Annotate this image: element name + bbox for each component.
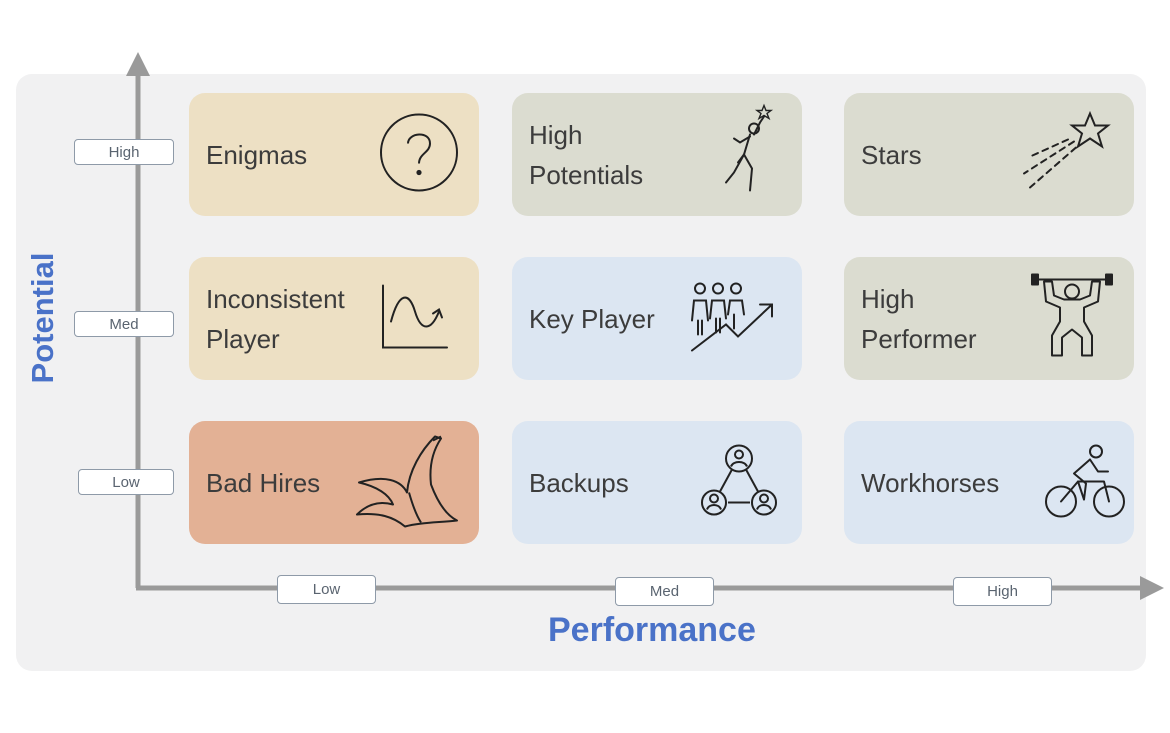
weightlifter-icon <box>1028 273 1116 364</box>
card-inconsistent-player: Inconsistent Player <box>189 257 479 380</box>
card-high-potentials: High Potentials <box>512 93 802 216</box>
shooting-star-icon <box>1016 107 1116 202</box>
x-tick-med: Med <box>615 577 714 606</box>
y-axis-title: Potential <box>25 252 60 384</box>
card-label: Stars <box>861 139 922 170</box>
card-label: High Performer <box>861 283 977 354</box>
card-label: Bad Hires <box>206 467 321 498</box>
card-label: Inconsistent Player <box>206 283 345 354</box>
card-stars: Stars <box>844 93 1134 216</box>
x-axis-arrowhead <box>1140 576 1164 600</box>
x-axis-title: Performance <box>548 611 756 649</box>
banana-peel-icon <box>349 430 469 535</box>
card-workhorses: Workhorses <box>844 421 1134 544</box>
card-label: Enigmas <box>206 139 308 170</box>
y-tick-high: High <box>74 139 174 165</box>
card-key-player: Key Player <box>512 257 802 380</box>
card-enigmas: Enigmas <box>189 93 479 216</box>
card-label: Workhorses <box>861 467 1000 498</box>
card-high-performer: High Performer <box>844 257 1134 380</box>
y-tick-low: Low <box>78 469 174 495</box>
y-axis-arrowhead <box>126 52 150 76</box>
question-mark-icon <box>377 110 461 199</box>
card-label: Key Player <box>529 303 655 334</box>
card-label: High Potentials <box>529 119 644 190</box>
wave-chart-icon <box>379 281 449 356</box>
card-backups: Backups <box>512 421 802 544</box>
card-bad-hires: Bad Hires <box>189 421 479 544</box>
person-reaching-star-icon <box>720 102 784 207</box>
people-network-icon <box>700 442 778 523</box>
x-tick-low: Low <box>277 575 376 604</box>
y-tick-med: Med <box>74 311 174 337</box>
x-tick-high: High <box>953 577 1052 606</box>
card-label: Backups <box>529 467 629 498</box>
cyclist-icon <box>1044 441 1126 524</box>
team-growth-icon <box>686 278 778 359</box>
